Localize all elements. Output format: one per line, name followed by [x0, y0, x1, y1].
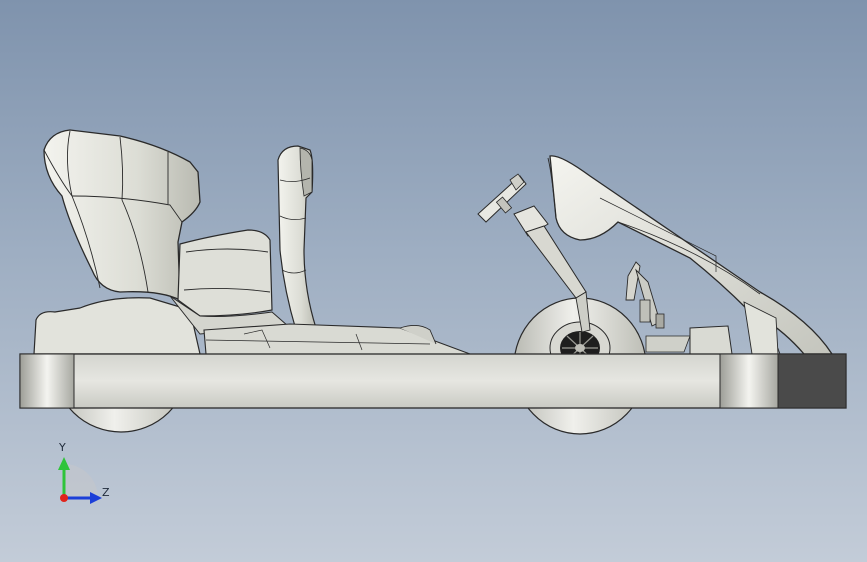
orientation-triad: [58, 457, 102, 504]
pedal-assembly[interactable]: [625, 261, 691, 353]
front-nose-fairing[interactable]: [547, 155, 834, 355]
steering-assembly[interactable]: [477, 173, 733, 355]
roll-bar[interactable]: [277, 145, 317, 331]
chassis-rail[interactable]: [19, 353, 847, 409]
rear-bodywork[interactable]: [33, 129, 290, 355]
y-axis-arrow-icon: [58, 457, 70, 470]
z-axis-arrow-icon: [90, 492, 102, 504]
triad-z-label: Z: [102, 486, 110, 499]
x-axis-dot-icon: [60, 494, 68, 502]
floor-pan[interactable]: [203, 323, 471, 355]
triad-y-label: Y: [59, 441, 66, 454]
